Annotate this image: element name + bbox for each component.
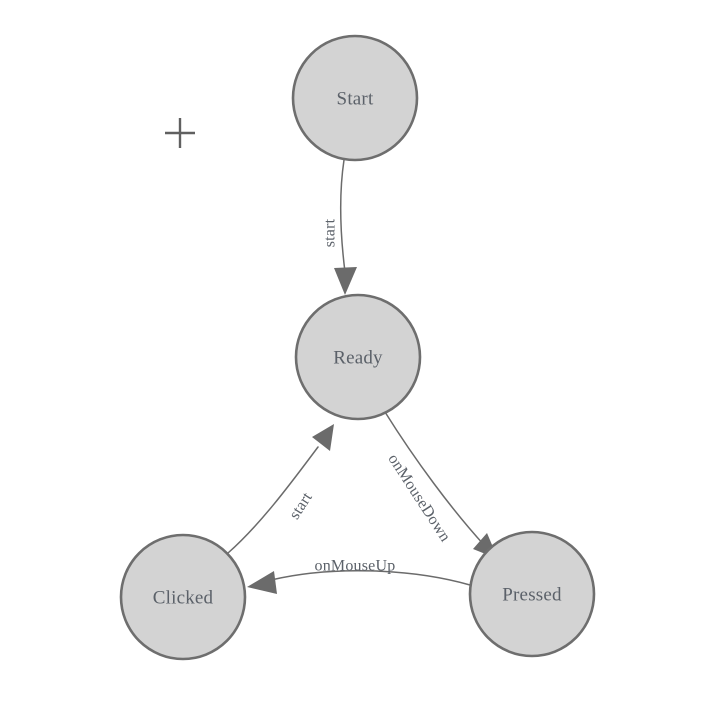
edge-label-ready-to-pressed: onMouseDown	[384, 451, 453, 545]
edge-clicked-to-ready[interactable]: start	[227, 424, 334, 554]
node-start-label: Start	[337, 89, 374, 110]
edge-label-clicked-to-ready: start	[286, 489, 316, 522]
node-clicked-circle[interactable]	[119, 533, 247, 661]
edge-path-ready-to-pressed	[384, 411, 486, 547]
arrowhead-clicked-to-ready	[312, 424, 334, 451]
edge-label-start-to-ready: start	[322, 218, 339, 247]
node-start-circle[interactable]	[291, 34, 419, 162]
edge-label-pressed-to-clicked: onMouseUp	[315, 558, 396, 575]
edge-path-start-to-ready	[339, 159, 346, 273]
node-ready-circle[interactable]	[294, 293, 422, 421]
node-ready-label: Ready	[333, 348, 383, 369]
node-start[interactable]: Start	[291, 34, 419, 162]
node-clicked-label: Clicked	[153, 588, 214, 609]
arrowhead-pressed-to-clicked	[247, 571, 277, 594]
edge-path-pressed-to-clicked	[270, 570, 471, 586]
edge-start-to-ready[interactable]: start	[322, 159, 358, 295]
edge-ready-to-pressed[interactable]: onMouseDown	[384, 411, 498, 559]
node-pressed-circle[interactable]	[468, 530, 596, 658]
crosshair-marker-icon	[165, 118, 195, 148]
node-ready[interactable]: Ready	[294, 293, 422, 421]
node-clicked[interactable]: Clicked	[119, 533, 247, 661]
node-pressed-label: Pressed	[502, 585, 562, 606]
arrowhead-start-to-ready	[334, 267, 357, 295]
edge-pressed-to-clicked[interactable]: onMouseUp	[247, 558, 471, 595]
node-pressed[interactable]: Pressed	[468, 530, 596, 658]
edge-path-clicked-to-ready	[227, 446, 319, 554]
